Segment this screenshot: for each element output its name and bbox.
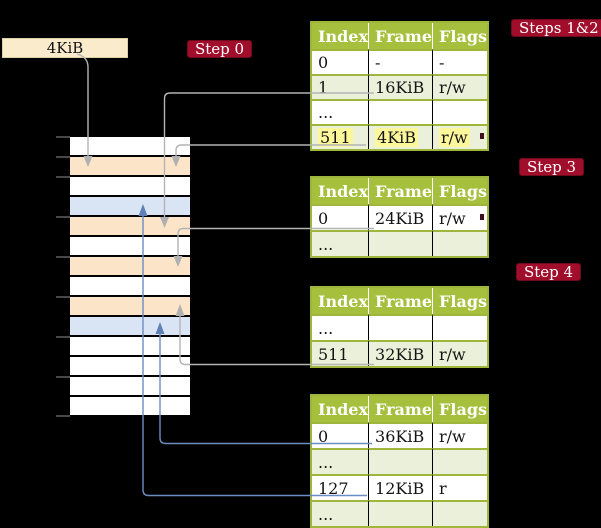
table-row: ... xyxy=(312,99,488,124)
memory-frame-12KiB xyxy=(70,197,190,215)
col-header-flags: Flags xyxy=(433,396,488,422)
badge-step-3: Step 3 xyxy=(519,158,585,176)
header-row: Index Frame Flags xyxy=(312,23,488,49)
cell-index: 511 xyxy=(312,124,370,149)
highlight: r/w xyxy=(439,128,470,147)
highlight: 4KiB xyxy=(375,128,419,147)
cell-flags xyxy=(433,314,488,340)
cell-index: ... xyxy=(312,230,370,256)
cell-frame xyxy=(369,448,434,474)
cell-frame xyxy=(369,99,434,124)
memory-frame-28KiB xyxy=(70,277,190,295)
memory-frame-4KiB xyxy=(70,157,190,175)
table-row: ... xyxy=(312,230,488,256)
frame-size-label: 4KiB xyxy=(46,39,84,57)
cell-frame: 24KiB xyxy=(369,204,434,230)
cell-flags: r/w xyxy=(433,74,488,99)
page-table-steps-1-2: Index Frame Flags 0 - - 1 16KiB r/w ... … xyxy=(310,21,490,151)
memory-frame-52KiB xyxy=(70,397,190,415)
frame-size-box: 4KiB xyxy=(2,38,128,58)
cell-frame: 16KiB xyxy=(369,74,434,99)
cell-flags: r xyxy=(433,474,488,500)
cell-flags: r/w xyxy=(433,340,488,366)
cell-index: ... xyxy=(312,500,370,526)
memory-frame-44KiB xyxy=(70,357,190,375)
memory-frame-24KiB xyxy=(70,257,190,275)
header-row: Index Frame Flags xyxy=(312,396,488,422)
col-header-index: Index xyxy=(312,288,370,314)
badge-steps-1-2: Steps 1&2 xyxy=(511,19,601,37)
cell-index: 1 xyxy=(312,74,370,99)
header-row: Index Frame Flags xyxy=(312,178,488,204)
memory-frame-40KiB xyxy=(70,337,190,355)
col-header-frame: Frame xyxy=(369,178,434,204)
cell-frame xyxy=(369,500,434,526)
cell-flags: r/w xyxy=(433,204,488,230)
memory-frame-32KiB xyxy=(70,297,190,315)
memory-frame-48KiB xyxy=(70,377,190,395)
memory-frame-20KiB xyxy=(70,237,190,255)
col-header-index: Index xyxy=(312,178,370,204)
memory-frame-8KiB xyxy=(70,177,190,195)
table-row: 0 36KiB r/w xyxy=(312,422,488,448)
cell-frame xyxy=(369,230,434,256)
cell-frame: 4KiB xyxy=(369,124,434,149)
cell-flags: r/w xyxy=(433,422,488,448)
col-header-index: Index xyxy=(312,23,370,49)
cell-index: ... xyxy=(312,99,370,124)
cell-frame: - xyxy=(369,49,434,74)
table-row: 0 24KiB r/w xyxy=(312,204,488,230)
cell-flags xyxy=(433,230,488,256)
cell-index: ... xyxy=(312,448,370,474)
cell-flags xyxy=(433,448,488,474)
col-header-flags: Flags xyxy=(433,23,488,49)
cell-index: ... xyxy=(312,314,370,340)
cell-index: 127 xyxy=(312,474,370,500)
cell-flags: - xyxy=(433,49,488,74)
cell-flags: r/w xyxy=(433,124,488,149)
cell-frame: 32KiB xyxy=(369,340,434,366)
cell-flags xyxy=(433,99,488,124)
cell-frame: 12KiB xyxy=(369,474,434,500)
page-table-step-3: Index Frame Flags 0 24KiB r/w ... xyxy=(310,176,490,258)
badge-step-4: Step 4 xyxy=(516,263,582,281)
cell-frame: 36KiB xyxy=(369,422,434,448)
table-row: 511 32KiB r/w xyxy=(312,340,488,366)
table-row: ... xyxy=(312,314,488,340)
cell-flags xyxy=(433,500,488,526)
col-header-flags: Flags xyxy=(433,288,488,314)
cell-index: 0 xyxy=(312,422,370,448)
table-row: ... xyxy=(312,448,488,474)
highlight: 511 xyxy=(318,128,353,147)
memory-offset-ticks xyxy=(56,136,70,417)
badge-step-0: Step 0 xyxy=(187,40,253,58)
table-row: ... xyxy=(312,500,488,526)
cell-index: 0 xyxy=(312,204,370,230)
table-row: 0 - - xyxy=(312,49,488,74)
cell-frame xyxy=(369,314,434,340)
col-header-frame: Frame xyxy=(369,23,434,49)
cell-index: 511 xyxy=(312,340,370,366)
col-header-flags: Flags xyxy=(433,178,488,204)
cell-index: 0 xyxy=(312,49,370,74)
table-row: 1 16KiB r/w xyxy=(312,74,488,99)
physical-memory-column xyxy=(70,137,190,417)
header-row: Index Frame Flags xyxy=(312,288,488,314)
table-row-highlighted: 511 4KiB r/w xyxy=(312,124,488,149)
memory-frame-16KiB xyxy=(70,217,190,235)
page-table-final-level: Index Frame Flags 0 36KiB r/w ... 127 12… xyxy=(310,394,490,528)
table-row: 127 12KiB r xyxy=(312,474,488,500)
page-table-step-4: Index Frame Flags ... 511 32KiB r/w xyxy=(310,286,490,368)
memory-frame-36KiB xyxy=(70,317,190,335)
col-header-frame: Frame xyxy=(369,288,434,314)
col-header-frame: Frame xyxy=(369,396,434,422)
col-header-index: Index xyxy=(312,396,370,422)
memory-frame-0KiB xyxy=(70,137,190,155)
